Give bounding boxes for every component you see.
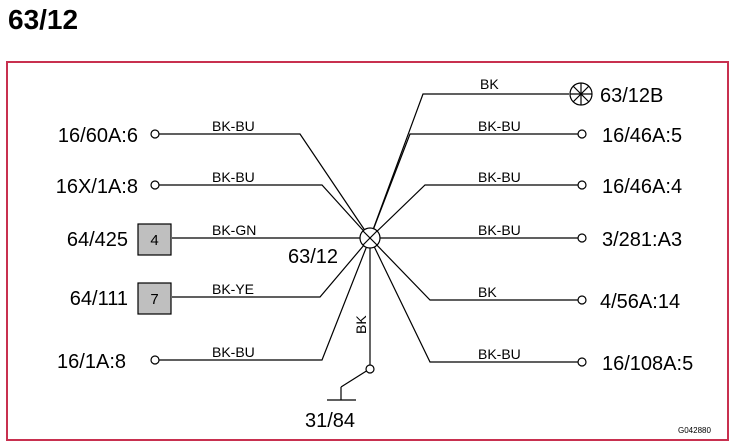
- wire-right-16-46a-5: [369, 133, 578, 239]
- target-label: 16/1A:8: [57, 351, 126, 373]
- wire-color-label: BK: [353, 315, 369, 334]
- wire-color-label: BK-YE: [212, 281, 254, 297]
- wire-left-16-1a-8: [159, 237, 371, 361]
- wire-color-label: BK-BU: [212, 118, 255, 134]
- wire-color-label: BK-BU: [212, 169, 255, 185]
- terminal-circle-icon: [150, 129, 160, 139]
- target-label: 16/46A:4: [602, 176, 682, 198]
- box-pin-label: 7: [150, 291, 158, 308]
- figure-code: G042880: [678, 426, 711, 435]
- target-label: 16/108A:5: [602, 353, 693, 375]
- wire-top-63-12b: [369, 93, 569, 239]
- connector-box-64-111: [137, 282, 172, 315]
- terminal-circle-icon: [577, 357, 587, 367]
- connector-box-64-425: [137, 223, 172, 256]
- wire-color-label: BK: [480, 76, 499, 92]
- target-label: 63/12B: [600, 85, 663, 107]
- target-label: 3/281:A3: [602, 229, 682, 251]
- ground-switch-arm: [340, 369, 369, 388]
- wire-left-16-60a-6: [159, 133, 371, 239]
- terminal-circle-icon: [577, 180, 587, 190]
- target-label: 64/425: [67, 229, 128, 251]
- page-title: 63/12: [8, 4, 79, 35]
- terminal-circle-icon: [577, 233, 587, 243]
- diagram-frame: [6, 61, 729, 441]
- bulb-icon: [569, 82, 593, 106]
- wire-left-16x-1a-8: [159, 184, 371, 239]
- center-connector-label: 63/12: [288, 246, 338, 268]
- wire-color-label: BK-GN: [212, 222, 256, 238]
- center-connector-icon: [359, 227, 381, 249]
- switch-contact-icon: [365, 364, 375, 374]
- terminal-circle-icon: [150, 180, 160, 190]
- wire-right-16-46a-4: [369, 184, 578, 239]
- target-label: 64/111: [70, 288, 128, 310]
- wire-color-label: BK: [478, 284, 497, 300]
- wire-color-label: BK-BU: [212, 344, 255, 360]
- target-label: 16X/1A:8: [56, 176, 138, 198]
- wire-color-label: BK-BU: [478, 346, 521, 362]
- target-label: 31/84: [305, 410, 355, 432]
- terminal-circle-icon: [577, 295, 587, 305]
- target-label: 16/46A:5: [602, 125, 682, 147]
- target-label: 4/56A:14: [600, 291, 680, 313]
- wire-right-16-108a-5: [369, 237, 578, 363]
- wire-color-label: BK-BU: [478, 118, 521, 134]
- target-label: 16/60A:6: [58, 125, 138, 147]
- terminal-circle-icon: [577, 129, 587, 139]
- box-pin-label: 4: [150, 232, 158, 249]
- wire-right-4-56a-14: [369, 237, 578, 301]
- wire-left-64-111: [172, 237, 371, 298]
- terminal-circle-icon: [150, 355, 160, 365]
- wire-color-label: BK-BU: [478, 169, 521, 185]
- wire-color-label: BK-BU: [478, 222, 521, 238]
